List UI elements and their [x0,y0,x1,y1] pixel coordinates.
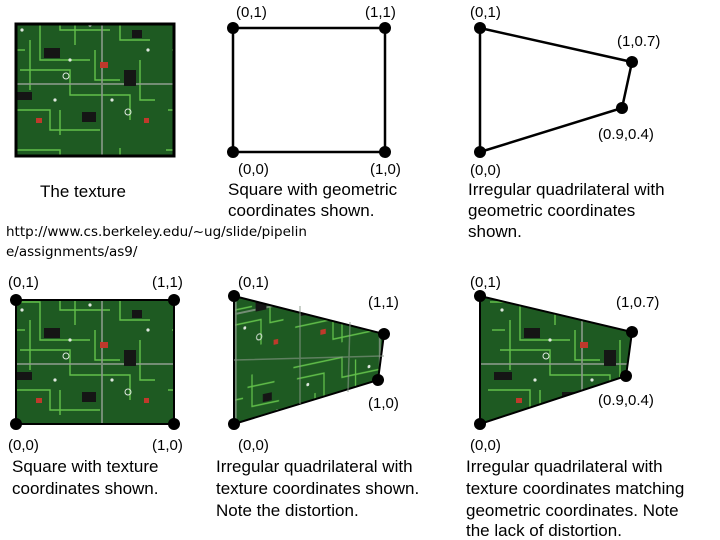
vertex-dot [228,418,240,430]
vertex-dot [620,370,632,382]
square-geometric-caption-line: Square with geometric [228,180,398,199]
vertex-dot [378,328,390,340]
vertex-dot [228,290,240,302]
vertex-dot [227,146,239,158]
square-geometric-panel: (0,1) (1,1) (0,0) (1,0) Square with geom… [227,4,401,220]
quad-matching-panel: (0,1) (1,0.7) (0.9,0.4) (0,0) Irregular … [466,274,684,540]
texture-image [14,22,176,158]
coord-label: (1,1) [368,294,399,311]
quad-matching-caption-line: Irregular quadrilateral with [466,457,663,476]
coord-label: (0,1) [8,274,39,291]
vertex-dot [372,374,384,386]
square-geometric-caption-line: coordinates shown. [228,201,374,220]
coord-label: (0,0) [238,437,269,454]
coord-label: (0.9,0.4) [598,126,654,143]
quad-distorted-caption-line: Note the distortion. [216,501,359,520]
vertex-dot [10,294,22,306]
coord-label: (0,1) [470,274,501,291]
vertex-dot [168,418,180,430]
vertex-dot [227,22,239,34]
coord-label: (0,0) [8,437,39,454]
source-url-line: http://www.cs.berkeley.edu/~ug/slide/pip… [6,224,307,240]
vertex-dot [379,22,391,34]
vertex-dot [626,326,638,338]
vertex-dot [168,294,180,306]
quad-distorted-caption-line: Irregular quadrilateral with [216,457,413,476]
coord-label: (0,0) [470,437,501,454]
quad-geometric-caption-line: geometric coordinates [468,201,635,220]
vertex-dot [616,102,628,114]
source-url-line: e/assignments/as9/ [6,244,138,260]
vertex-dot [474,418,486,430]
coord-label: (1,0.7) [616,294,659,311]
vertex-dot [474,146,486,158]
coord-label: (0.9,0.4) [598,392,654,409]
coord-label: (1,1) [152,274,183,291]
square-outline [231,26,387,154]
texture-panel: The texture [14,22,176,201]
coord-label: (0,1) [470,4,501,21]
coord-label: (0,0) [238,161,269,178]
square-texture-caption-line: coordinates shown. [12,479,158,498]
square-texture-caption-line: Square with texture [12,457,158,476]
vertex-dot [474,290,486,302]
coord-label: (0,1) [238,274,269,291]
quad-geometric-caption-line: shown. [468,222,522,241]
quad-matching-caption-line: the lack of distortion. [466,521,622,540]
coord-label: (1,1) [365,4,396,21]
quad-distorted-caption-line: texture coordinates shown. [216,479,419,498]
coord-label: (0,0) [470,162,501,179]
distortion-seam [233,306,385,404]
quad-geometric-panel: (0,1) (1,0.7) (0.9,0.4) (0,0) Irregular … [468,4,665,241]
texture-caption: The texture [40,182,126,201]
vertex-dot [474,22,486,34]
quad-matching-caption-line: texture coordinates matching [466,479,684,498]
coord-label: (1,0) [368,395,399,412]
coord-label: (0,1) [236,4,267,21]
quad-geometric-caption-line: Irregular quadrilateral with [468,180,665,199]
quad-matching-caption-line: geometric coordinates. Note [466,501,679,520]
source-url[interactable]: http://www.cs.berkeley.edu/~ug/slide/pip… [6,222,366,262]
vertex-dot [10,418,22,430]
square-texture-panel: (0,1) (1,1) (0,0) (1,0) Square with text… [8,274,183,498]
coord-label: (1,0) [152,437,183,454]
coord-label: (1,0.7) [617,33,660,50]
textured-square [15,299,175,425]
vertex-dot [626,56,638,68]
quad-distorted-panel: (0,1) (1,1) (1,0) (0,0) Irregular quadri… [216,274,419,520]
coord-label: (1,0) [370,161,401,178]
vertex-dot [379,146,391,158]
